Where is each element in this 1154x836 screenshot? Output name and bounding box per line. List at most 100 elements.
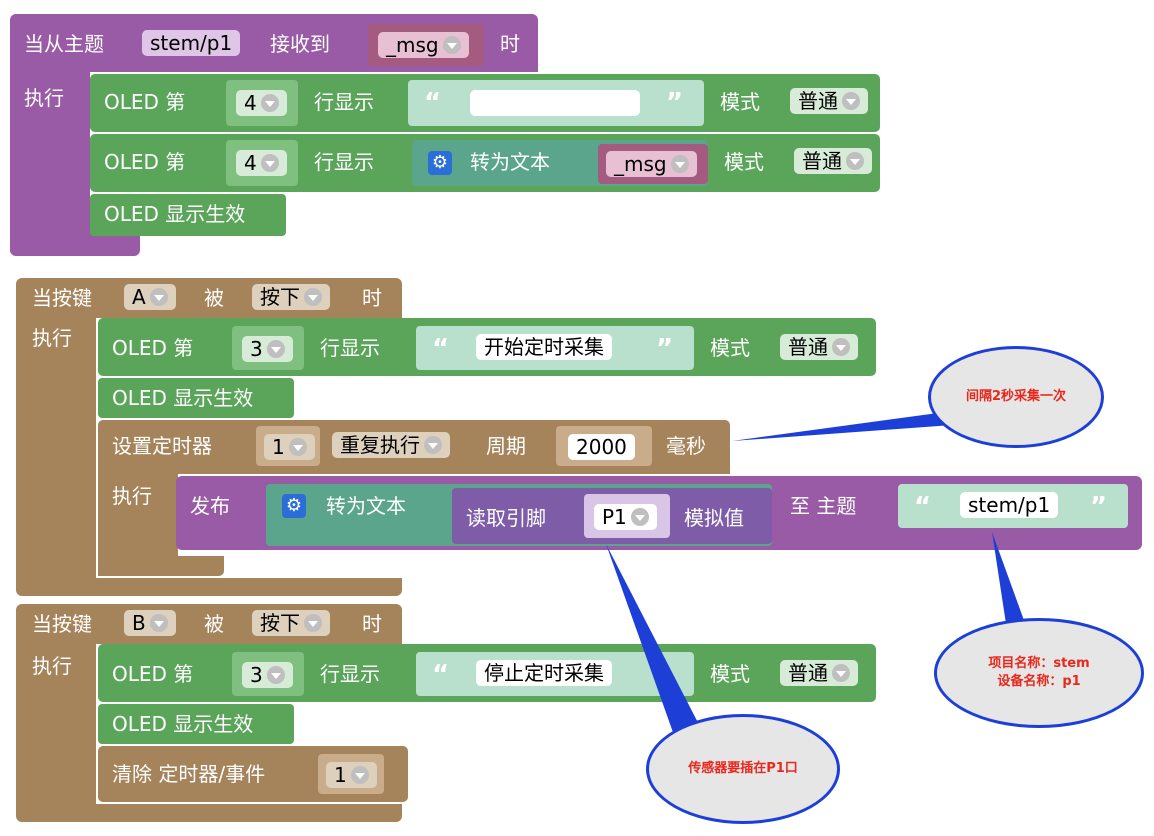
- chevron-down-icon: [350, 765, 369, 784]
- chevron-down-icon: [424, 435, 442, 454]
- text-input[interactable]: 停止定时采集: [476, 660, 612, 686]
- analog-label: 模拟值: [684, 506, 744, 530]
- chevron-down-icon: [304, 287, 322, 306]
- show-label: 行显示: [314, 150, 374, 174]
- mode-dropdown[interactable]: 普通: [794, 148, 872, 174]
- key-b-block-foot: [16, 804, 402, 822]
- open-quote-icon: “: [914, 492, 932, 522]
- oled-apply-label: OLED 显示生效: [112, 712, 254, 736]
- line-value: 4: [244, 151, 257, 175]
- msg-var-label: _msg: [614, 152, 667, 176]
- close-quote-icon: ”: [656, 334, 674, 364]
- line-value: 3: [250, 337, 263, 361]
- key-value: B: [132, 611, 146, 635]
- clear-id-value: 1: [334, 763, 347, 787]
- key-b-block-side: [16, 644, 96, 806]
- pin-dropdown[interactable]: P1: [594, 504, 657, 530]
- gear-icon[interactable]: ⚙: [282, 494, 306, 518]
- key-dropdown[interactable]: B: [124, 610, 176, 636]
- mqtt-receive-block-foot: [10, 232, 140, 256]
- mode-dropdown[interactable]: 普通: [790, 88, 868, 114]
- set-timer-block-foot: [98, 556, 224, 576]
- show-label: 行显示: [314, 90, 374, 114]
- period-input[interactable]: 2000: [568, 434, 635, 460]
- open-quote-icon: “: [424, 88, 442, 118]
- mode-label: 模式: [710, 336, 750, 360]
- device-name-text: 设备名称：p1: [997, 674, 1081, 689]
- hat-middle: 被: [204, 286, 224, 310]
- topic-input[interactable]: stem/p1: [960, 492, 1059, 518]
- convert-label: 转为文本: [470, 150, 550, 174]
- action-value: 按下: [260, 611, 300, 635]
- timer-id-dropdown[interactable]: 1: [264, 434, 315, 460]
- oled-apply-block[interactable]: [98, 704, 294, 744]
- chevron-down-icon: [630, 507, 649, 526]
- clear-id-dropdown[interactable]: 1: [326, 762, 377, 788]
- chevron-down-icon: [832, 663, 850, 682]
- sensor-pointer: [606, 544, 710, 752]
- key-dropdown[interactable]: A: [124, 284, 176, 310]
- publish-label: 发布: [190, 494, 230, 518]
- pin-value: P1: [602, 505, 627, 529]
- timer-id-value: 1: [272, 435, 285, 459]
- read-label: 读取引脚: [466, 506, 546, 530]
- period-label: 周期: [486, 434, 526, 458]
- action-dropdown[interactable]: 按下: [252, 284, 330, 310]
- msg-var-dropdown[interactable]: _msg: [378, 32, 469, 58]
- to-topic-label: 至 主题: [790, 494, 857, 518]
- oled-apply-label: OLED 显示生效: [112, 386, 254, 410]
- hat-prefix: 当按键: [32, 286, 92, 310]
- close-quote-icon: ”: [666, 88, 684, 118]
- oled-label: OLED 第: [104, 90, 186, 114]
- line-dropdown[interactable]: 4: [236, 90, 287, 116]
- chevron-down-icon: [304, 613, 322, 632]
- text-input[interactable]: 开始定时采集: [476, 334, 612, 360]
- repeat-dropdown[interactable]: 重复执行: [332, 432, 450, 458]
- chevron-down-icon: [846, 151, 864, 170]
- gear-icon[interactable]: ⚙: [428, 151, 452, 175]
- interval-pointer: [732, 410, 966, 441]
- chevron-down-icon: [266, 339, 285, 358]
- show-label: 行显示: [320, 662, 380, 686]
- key-value: A: [132, 285, 146, 309]
- chevron-down-icon: [149, 287, 168, 306]
- mode-label: 模式: [724, 150, 764, 174]
- key-a-block-side: [16, 318, 96, 580]
- unit-label: 毫秒: [666, 434, 706, 458]
- exec-label: 执行: [24, 86, 64, 110]
- close-quote-icon: ”: [1090, 492, 1108, 522]
- hat-middle: 被: [204, 612, 224, 636]
- oled-apply-block[interactable]: [98, 378, 294, 418]
- chevron-down-icon: [149, 613, 168, 632]
- line-dropdown[interactable]: 3: [242, 336, 293, 362]
- hat-prefix: 当从主题: [24, 32, 104, 56]
- key-a-block[interactable]: [16, 278, 402, 318]
- key-b-block[interactable]: [16, 604, 402, 644]
- hat-middle: 接收到: [270, 32, 330, 56]
- convert-label: 转为文本: [326, 494, 406, 518]
- mode-dropdown[interactable]: 普通: [780, 334, 858, 360]
- text-input[interactable]: [470, 90, 640, 116]
- mode-value: 普通: [788, 335, 828, 359]
- chevron-down-icon: [260, 93, 279, 112]
- mode-dropdown[interactable]: 普通: [780, 660, 858, 686]
- oled-label: OLED 第: [112, 336, 194, 360]
- topic-field[interactable]: stem/p1: [142, 30, 241, 56]
- chevron-down-icon: [260, 153, 279, 172]
- exec-label: 执行: [112, 484, 152, 508]
- line-dropdown[interactable]: 3: [242, 662, 293, 688]
- line-dropdown[interactable]: 4: [236, 150, 287, 176]
- key-a-block-foot: [16, 578, 402, 596]
- msg-var-dropdown[interactable]: _msg: [606, 151, 697, 177]
- hat-prefix: 当按键: [32, 612, 92, 636]
- mqtt-receive-block-side: [10, 72, 90, 252]
- mode-value: 普通: [788, 661, 828, 685]
- oled-apply-block[interactable]: [90, 194, 286, 236]
- sensor-annotation: 传感器要插在P1口: [646, 714, 840, 824]
- repeat-value: 重复执行: [340, 433, 420, 457]
- oled-label: OLED 第: [112, 662, 194, 686]
- hat-suffix: 时: [362, 612, 382, 636]
- timer-label: 设置定时器: [112, 434, 212, 458]
- line-value: 4: [244, 91, 257, 115]
- action-dropdown[interactable]: 按下: [252, 610, 330, 636]
